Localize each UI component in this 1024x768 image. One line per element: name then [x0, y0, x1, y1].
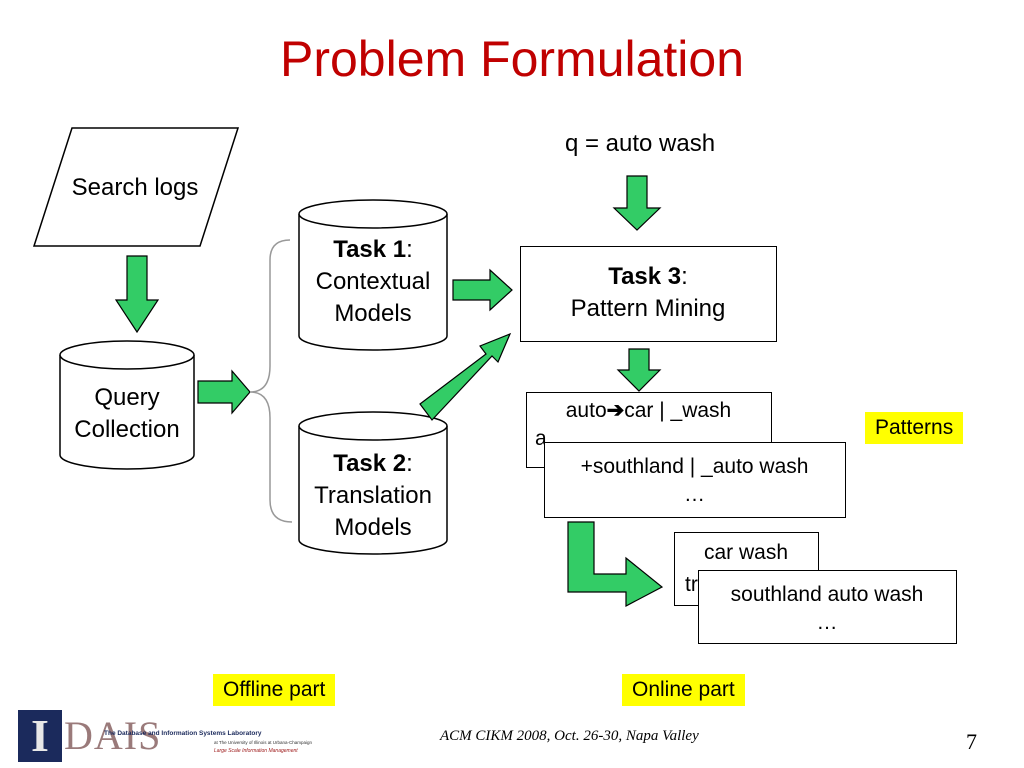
query-collection-line1: Query: [94, 384, 160, 411]
arrow-down-icon: [612, 175, 662, 231]
arrow-down-icon: [616, 348, 662, 392]
arrow-down-icon: [114, 255, 160, 334]
pattern-back-rest: car | _wash: [624, 399, 732, 422]
task1-colon: :: [406, 236, 413, 263]
illinois-i-icon: I: [18, 710, 62, 762]
patterns-label: Patterns: [865, 412, 964, 444]
results-box-front: southland auto wash …: [698, 570, 957, 644]
task3-box: Task 3: Pattern Mining: [520, 246, 777, 342]
patterns-box-front: +southland | _auto wash …: [544, 442, 846, 518]
search-logs-shape: [32, 127, 240, 247]
task3-title: Task 3: [608, 263, 682, 290]
online-part-label: Online part: [622, 674, 745, 706]
query-collection-label: Query Collection: [60, 382, 194, 446]
task2-line1: Translation: [314, 482, 432, 509]
arrow-right-icon: [452, 268, 513, 312]
query-collection-line2: Collection: [74, 416, 180, 443]
task2-cylinder: [298, 411, 448, 555]
result-back-line1: car wash: [703, 541, 789, 564]
task3-line: Pattern Mining: [570, 295, 726, 322]
task1-cylinder: [298, 199, 448, 351]
task1-line1: Contextual: [315, 268, 431, 295]
offline-part-label: Offline part: [213, 674, 336, 706]
bent-arrow-icon: [567, 521, 664, 607]
page-number: 7: [966, 729, 977, 754]
arrow-right-icon: ➔: [606, 399, 625, 422]
logo-line3: Large Scale Information Management: [214, 748, 298, 754]
result-front-line2: …: [816, 611, 838, 634]
dais-logo: I DAIS The Database and Information Syst…: [18, 710, 318, 762]
task1-line2: Models: [334, 300, 412, 327]
query-text: q = auto wash: [564, 130, 716, 157]
result-back-line2: tr: [685, 573, 698, 596]
query-collection-cylinder: [59, 340, 195, 470]
task1-label: Task 1: Contextual Models: [299, 234, 447, 330]
brace-shape: [249, 239, 293, 523]
logo-letters: DAIS: [64, 713, 162, 758]
arrow-right-icon: [197, 369, 251, 415]
pattern-front-line2: …: [684, 483, 705, 506]
arrow-diagonal-icon: [419, 332, 512, 421]
logo-line1: The Database and Information Systems Lab…: [104, 730, 262, 737]
search-logs-label: Search logs: [71, 174, 199, 201]
slide-title: Problem Formulation: [279, 31, 745, 87]
task2-title: Task 2: [333, 450, 407, 477]
pattern-back-token: auto: [565, 399, 607, 422]
task2-line2: Models: [334, 514, 412, 541]
task3-colon: :: [681, 263, 688, 290]
pattern-back-line2: a: [535, 427, 547, 450]
task1-title: Task 1: [333, 236, 407, 263]
result-front-line1: southland auto wash: [730, 583, 924, 606]
logo-line2: at The University of Illinois at Urbana-…: [214, 740, 312, 745]
task2-colon: :: [406, 450, 413, 477]
pattern-front-line1: +southland | _auto wash: [580, 455, 809, 478]
footer-text: ACM CIKM 2008, Oct. 26-30, Napa Valley: [440, 728, 699, 744]
task2-label: Task 2: Translation Models: [299, 448, 447, 544]
